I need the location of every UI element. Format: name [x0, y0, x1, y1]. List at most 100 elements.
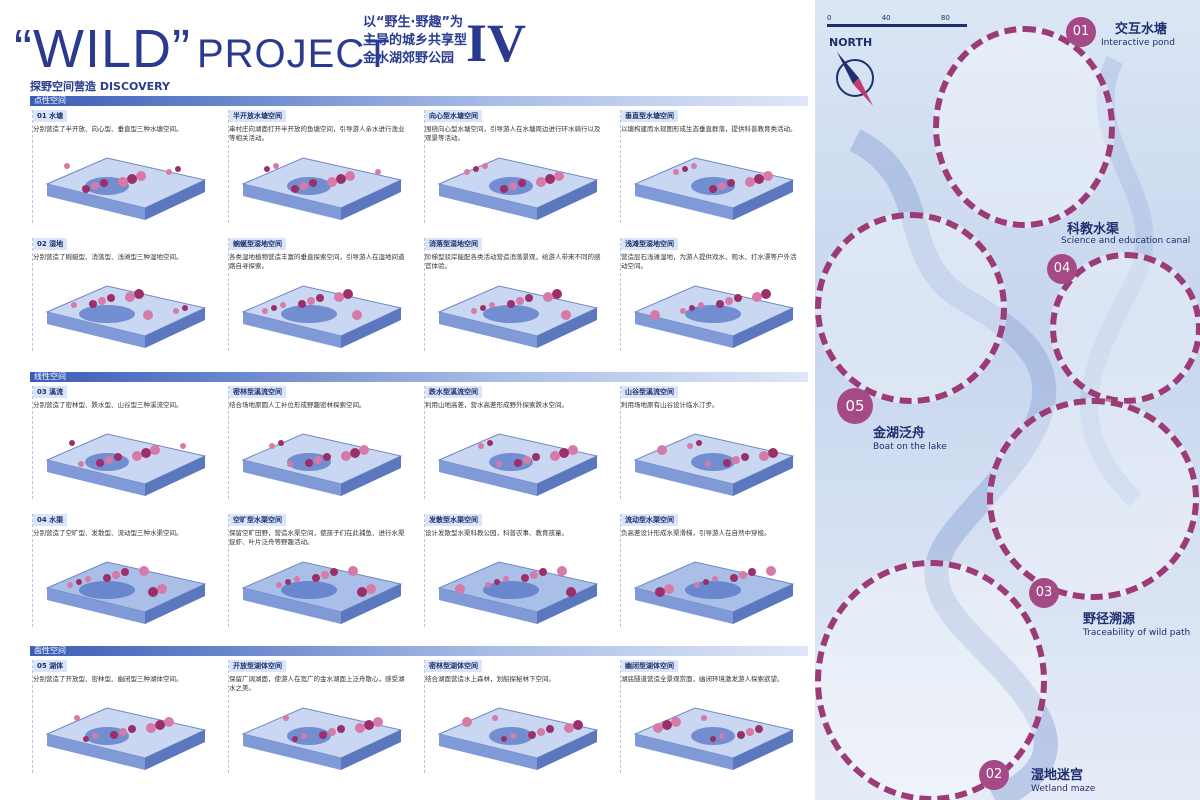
- badge-05: 05: [837, 388, 873, 424]
- cell-tag: 向心型水塘空间: [425, 110, 482, 122]
- band-surface-space: 面性空间: [30, 646, 808, 656]
- cell-description: 结合湖面营造水上森林，划船探秘林下空间。: [425, 675, 555, 683]
- cell-description: 阶梯型驳岸能配各类活动营造消落景观，给游人带来不同的感官体验。: [425, 253, 601, 270]
- badge-01: 01: [1066, 17, 1096, 47]
- label-cn-01: 交互水塘: [1115, 22, 1168, 37]
- poster-subtitle: 以“野生·野趣”为主导的城乡共享型金水湖郊野公园: [363, 15, 468, 66]
- isometric-illustration: [241, 433, 403, 496]
- badge-03: 03: [1029, 578, 1059, 608]
- isometric-illustration: [241, 157, 403, 220]
- space-cell: 05 湖体分别营造了开放型、密林型、幽闭型三种湖体空间。: [32, 660, 217, 773]
- space-cell: 山谷型溪流空间利用场地原有山谷设计临水汀步。: [620, 386, 805, 499]
- poster-title: “WILD”PROJECT: [14, 22, 391, 76]
- space-cell: 01 水塘分别营造了半开放、向心型、垂直型三种水塘空间。: [32, 110, 217, 223]
- space-cell: 向心型水塘空间围绕向心型水塘空间，引导游人在水塘周边进行环水骑行以及观景等活动。: [424, 110, 609, 223]
- space-cell: 空旷型水渠空间保留空旷田野，营造水渠空间，使孩子们在此捕鱼、进行水渠捉虾、叶片泛…: [228, 514, 413, 627]
- cell-tag: 山谷型溪流空间: [621, 386, 678, 398]
- cell-description: 以塘构建而水现图形成生态垂直群落，提供科普教育类活动。: [621, 125, 797, 133]
- cell-tag: 空旷型水渠空间: [229, 514, 286, 526]
- label-cn-02: 湿地迷宫: [1031, 768, 1084, 783]
- isometric-illustration: [437, 707, 599, 770]
- cell-tag: 01 水塘: [33, 110, 68, 122]
- space-cell: 04 水渠分别营造了空旷型、发散型、流动型三种水渠空间。: [32, 514, 217, 627]
- isometric-illustration: [633, 561, 795, 624]
- ring-center-area[interactable]: [987, 398, 1199, 600]
- cell-description: 湖底隧道营造全景观赏面，幽闭环境激发游人探索欲望。: [621, 675, 784, 683]
- space-cell: 跌水型溪流空间利用山地高差，营水高差形成野外探索跌水空间。: [424, 386, 609, 499]
- isometric-illustration: [45, 285, 207, 348]
- cell-description: 分别营造了半开放、向心型、垂直型三种水塘空间。: [33, 125, 183, 133]
- isometric-illustration: [633, 157, 795, 220]
- poster-numeral: IV: [466, 13, 527, 73]
- band-point-space: 点性空间: [30, 96, 808, 106]
- label-en-01: Interactive pond: [1101, 38, 1175, 48]
- cell-description: 分别营造了开放型、密林型、幽闭型三种湖体空间。: [33, 675, 183, 683]
- label-en-04: Science and education canal: [1061, 236, 1191, 246]
- space-cell: 幽闭型湖体空间湖底隧道营造全景观赏面，幽闭环境激发游人探索欲望。: [620, 660, 805, 773]
- cell-tag: 半开放水塘空间: [229, 110, 286, 122]
- cell-tag: 蜿蜒型湿地空间: [229, 238, 286, 250]
- cell-tag: 跌水型溪流空间: [425, 386, 482, 398]
- cell-description: 利用山地高差，营水高差形成野外探索跌水空间。: [425, 401, 568, 409]
- ring-science-canal[interactable]: [1050, 252, 1200, 404]
- space-cell: 浅滩型湿地空间营造层石浅滩湿地，为游人提供戏水、观水、打水漂等户外活动空间。: [620, 238, 805, 351]
- label-en-02: Wetland maze: [1031, 784, 1096, 794]
- isometric-illustration: [45, 561, 207, 624]
- ring-boat-lake[interactable]: [815, 212, 1007, 404]
- section-title: 探野空间营造 DISCOVERY: [30, 80, 170, 93]
- space-cell: 03 溪流分别营造了密林型、跌水型、山谷型三种溪流空间。: [32, 386, 217, 499]
- cell-tag: 02 湿地: [33, 238, 68, 250]
- isometric-illustration: [241, 561, 403, 624]
- space-cell: 02 湿地分别营造了蜿蜒型、消落型、浅滩型三种湿地空间。: [32, 238, 217, 351]
- space-cell: 流动型水渠空间负高差设计形成水渠滑梯，引导游人在自然中穿梭。: [620, 514, 805, 627]
- label-en-03: Traceability of wild path: [1083, 628, 1191, 638]
- ring-interactive-pond[interactable]: [933, 26, 1115, 228]
- cell-description: 设计发散型水渠科教公园，科普农事、教育孩童。: [425, 529, 568, 537]
- band-line-space: 线性空间: [30, 372, 808, 382]
- cell-description: 负高差设计形成水渠滑梯，引导游人在自然中穿梭。: [621, 529, 771, 537]
- isometric-illustration: [45, 433, 207, 496]
- cell-tag: 浅滩型湿地空间: [621, 238, 678, 250]
- isometric-illustration: [241, 285, 403, 348]
- space-cell: 开放型湖体空间保留广阔湖面，使游人在宽广的金水湖面上泛舟散心，感受湖水之美。: [228, 660, 413, 773]
- cell-tag: 开放型湖体空间: [229, 660, 286, 672]
- cell-tag: 04 水渠: [33, 514, 68, 526]
- ring-wetland-maze[interactable]: [815, 560, 1047, 800]
- isometric-illustration: [241, 707, 403, 770]
- cell-description: 保留广阔湖面，使游人在宽广的金水湖面上泛舟散心，感受湖水之美。: [229, 675, 405, 692]
- cell-tag: 发散型水渠空间: [425, 514, 482, 526]
- title-project: PROJECT: [196, 32, 391, 76]
- cell-description: 结合场地原圆人工补位形成野趣密林探索空间。: [229, 401, 366, 409]
- cell-tag: 垂直型水塘空间: [621, 110, 678, 122]
- cell-tag: 03 溪流: [33, 386, 68, 398]
- cell-description: 利用场地原有山谷设计临水汀步。: [621, 401, 719, 409]
- isometric-illustration: [45, 157, 207, 220]
- badge-02: 02: [979, 760, 1009, 790]
- cell-description: 分别营造了密林型、跌水型、山谷型三种溪流空间。: [33, 401, 183, 409]
- isometric-illustration: [633, 707, 795, 770]
- label-cn-05: 金湖泛舟: [873, 426, 926, 441]
- label-en-05: Boat on the lake: [873, 442, 947, 452]
- isometric-illustration: [437, 561, 599, 624]
- cell-tag: 05 湖体: [33, 660, 68, 672]
- north-label: NORTH: [829, 36, 873, 49]
- space-cell: 消落型湿地空间阶梯型驳岸能配各类活动营造消落景观，给游人带来不同的感官体验。: [424, 238, 609, 351]
- cell-description: 保留空旷田野，营造水渠空间，使孩子们在此捕鱼、进行水渠捉虾、叶片泛舟等野趣活动。: [229, 529, 405, 546]
- badge-04: 04: [1047, 254, 1077, 284]
- cell-description: 串村庄向湖面打开半开放的鱼塘空间，引导游人亲水进行渔业等相关活动。: [229, 125, 405, 142]
- label-cn-04: 科教水渠: [1067, 222, 1120, 237]
- cell-description: 围绕向心型水塘空间，引导游人在水塘周边进行环水骑行以及观景等活动。: [425, 125, 601, 142]
- isometric-illustration: [437, 157, 599, 220]
- space-cell: 密林型湖体空间结合湖面营造水上森林，划船探秘林下空间。: [424, 660, 609, 773]
- space-cell: 密林型溪流空间结合场地原圆人工补位形成野趣密林探索空间。: [228, 386, 413, 499]
- label-cn-03: 野径溯源: [1083, 612, 1136, 627]
- cell-tag: 幽闭型湖体空间: [621, 660, 678, 672]
- cell-description: 各类湿地植物营造丰富的垂直探索空间，引导游人在湿地间道路自寻探索。: [229, 253, 405, 270]
- cell-tag: 流动型水渠空间: [621, 514, 678, 526]
- cell-tag: 密林型湖体空间: [425, 660, 482, 672]
- compass-icon: [836, 52, 874, 106]
- space-cell: 半开放水塘空间串村庄向湖面打开半开放的鱼塘空间，引导游人亲水进行渔业等相关活动。: [228, 110, 413, 223]
- space-cell: 垂直型水塘空间以塘构建而水现图形成生态垂直群落，提供科普教育类活动。: [620, 110, 805, 223]
- cell-tag: 消落型湿地空间: [425, 238, 482, 250]
- isometric-illustration: [633, 285, 795, 348]
